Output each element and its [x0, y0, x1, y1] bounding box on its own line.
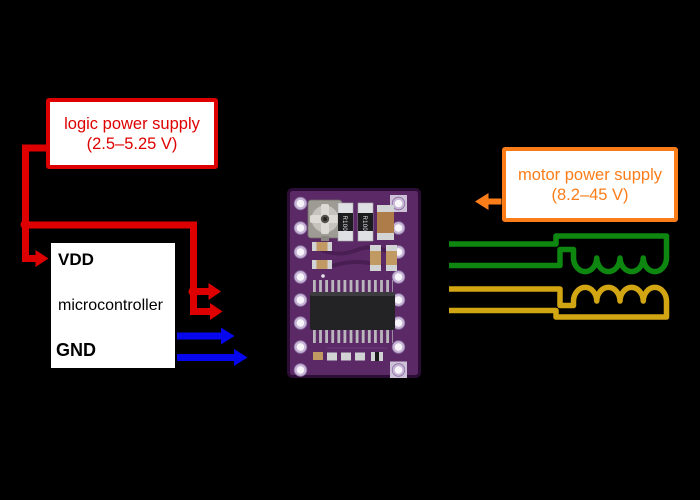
trimpot	[307, 199, 343, 241]
small-component	[312, 242, 397, 271]
motor-power-arrow-head	[475, 193, 489, 210]
motor-winding-b	[449, 284, 670, 320]
motor-power-supply-line1: motor power supply	[518, 165, 662, 184]
wire-junction-dot	[20, 219, 31, 230]
microcontroller-box: VDD microcontroller GND	[49, 241, 177, 370]
motor-winding-a	[449, 233, 670, 275]
vdd-pin-label: VDD	[58, 250, 94, 269]
capacitor	[377, 205, 394, 240]
mcu-signal-arrow-2-head	[234, 349, 248, 366]
motor-power-supply-line2: (8.2–45 V)	[551, 185, 629, 204]
vdd-arrowhead	[35, 250, 49, 267]
motor-power-supply-label: motor power supply (8.2–45 V)	[502, 147, 678, 222]
logic-power-arrow-2-head	[210, 303, 223, 320]
sense-resistor: R100	[337, 202, 354, 242]
driver-board: R100 R100	[287, 188, 421, 378]
mcu-signal-arrow-1-head	[221, 327, 235, 345]
logic-power-supply-label: logic power supply (2.5–5.25 V)	[46, 98, 218, 169]
resistor-marking: R100	[341, 216, 347, 232]
small-component	[313, 352, 383, 361]
logic-power-supply-line1: logic power supply	[64, 114, 200, 133]
logic-power-supply-line2: (2.5–5.25 V)	[86, 134, 178, 153]
resistor-marking: R100	[361, 216, 367, 232]
via-dot	[321, 274, 325, 278]
logic-power-arrow-1-head	[208, 283, 221, 300]
logic-power-wire	[22, 144, 48, 262]
microcontroller-title: microcontroller	[58, 297, 163, 314]
gnd-pin-label: GND	[56, 340, 96, 360]
logic-power-branch-wire	[25, 221, 197, 315]
driver-ic	[310, 280, 395, 343]
sense-resistor: R100	[357, 202, 374, 242]
